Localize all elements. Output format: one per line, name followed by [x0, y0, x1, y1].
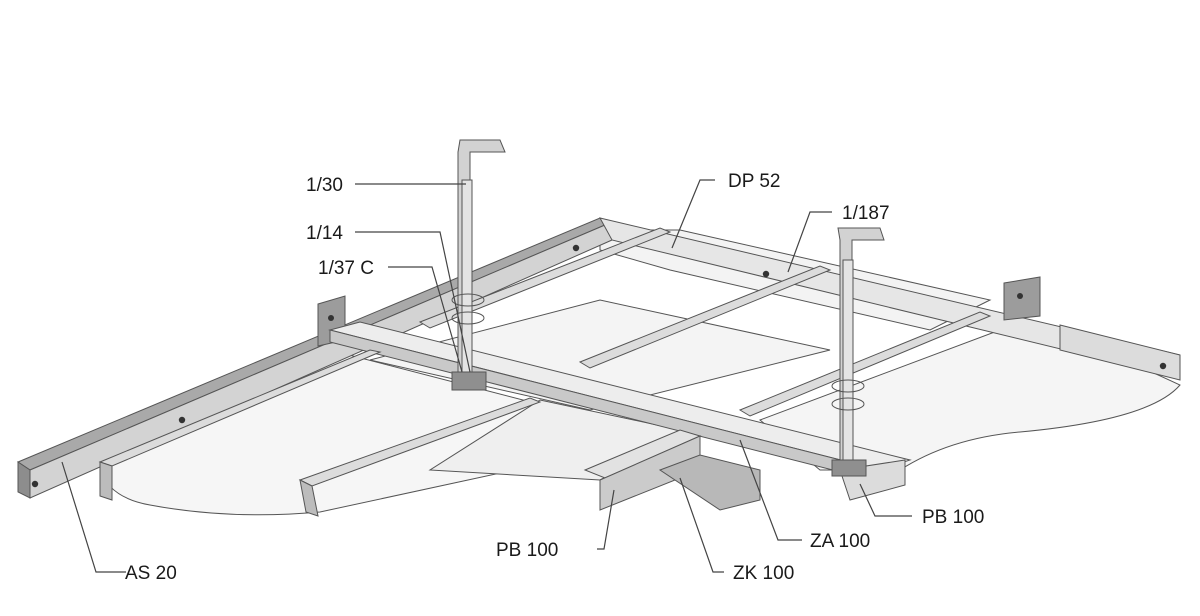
cross-profiles — [98, 227, 992, 517]
label-zk100: ZK 100 — [733, 563, 794, 584]
label-as20: AS 20 — [125, 563, 177, 584]
wall-angle-right — [599, 217, 1181, 381]
label-1-30: 1/30 — [306, 175, 343, 196]
label-za100: ZA 100 — [810, 531, 870, 552]
leader-lines — [61, 179, 912, 573]
hanger-right — [831, 227, 885, 477]
label-pb100-left: PB 100 — [496, 540, 558, 561]
label-1-37c: 1/37 C — [318, 258, 374, 279]
label-1-14: 1/14 — [306, 223, 343, 244]
label-1-187: 1/187 — [842, 203, 890, 224]
hanger-left — [451, 139, 506, 391]
label-pb100-right: PB 100 — [922, 507, 984, 528]
label-dp52: DP 52 — [728, 171, 780, 192]
callout-labels: 1/30 1/14 1/37 C DP 52 1/187 PB 100 PB 1… — [125, 171, 984, 584]
panel-right — [759, 329, 1181, 471]
